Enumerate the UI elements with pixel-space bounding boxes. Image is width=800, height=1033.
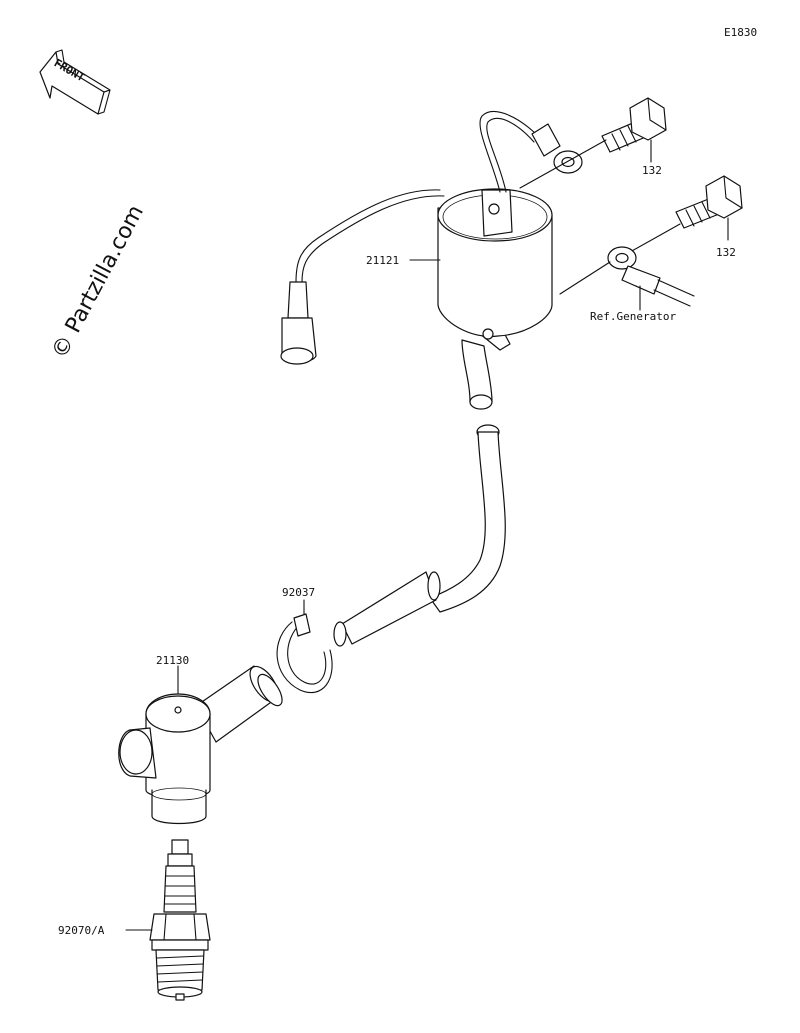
bolt-lower: 132 [629,175,743,259]
bolt-lower-label: 132 [716,246,736,259]
plug-cap-label: 21130 [156,654,189,667]
front-arrow-icon: FRONT [39,49,111,115]
coil-label: 21121 [366,254,399,267]
clamp-label: 92037 [282,586,315,599]
spark-plug: 92070/A [58,839,211,1001]
watermark: © Partzilla.com [47,201,149,363]
bolt-upper: 132 [519,97,667,189]
bolt-upper-label: 132 [642,164,662,177]
clamp: 92037 [276,586,333,693]
diagram-code: E1830 [724,26,757,39]
spark-plug-label: 92070/A [58,924,105,937]
ref-generator-label: Ref.Generator [590,310,676,323]
ref-generator: Ref.Generator [559,246,695,323]
plug-cap: 21130 [118,654,283,825]
ht-lead [333,424,506,647]
ignition-coil [280,111,583,410]
